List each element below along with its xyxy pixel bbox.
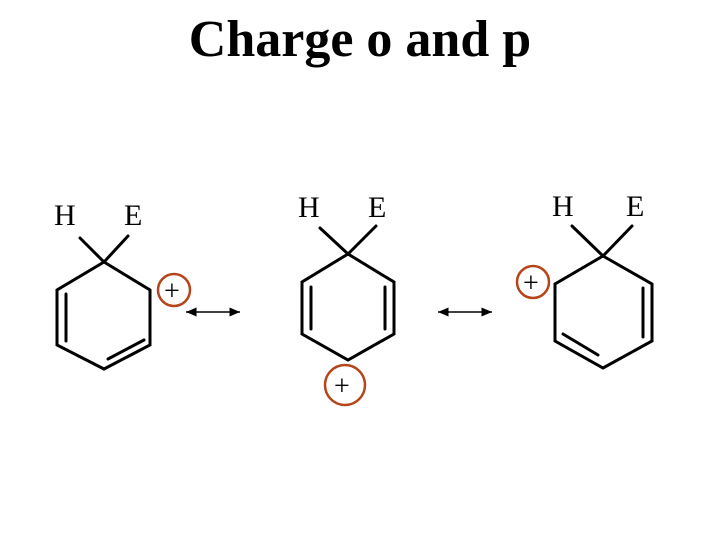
bond-c-h — [78, 236, 106, 264]
bond-c-e — [102, 234, 130, 264]
ring — [55, 260, 152, 371]
ring — [300, 252, 396, 362]
electrophile-label: E — [368, 191, 386, 224]
slide-title: Charge o and p — [188, 11, 532, 68]
hydrogen-label: H — [298, 191, 320, 224]
bond-c-e — [601, 224, 634, 258]
structure-ortho-right: H E + — [515, 190, 654, 370]
positive-charge: + — [523, 268, 539, 299]
double-bond-bottom — [106, 338, 146, 361]
electrophile-label: E — [626, 190, 644, 223]
bond-c-h — [318, 226, 350, 256]
bond-c-e — [346, 224, 378, 256]
hydrogen-label: H — [552, 190, 574, 223]
charge-circle — [323, 363, 367, 407]
structure-ortho-left: H E + — [54, 199, 192, 371]
positive-charge: + — [164, 276, 180, 307]
hydrogen-label: H — [54, 199, 76, 232]
electrophile-label: E — [124, 199, 142, 232]
ring — [553, 254, 654, 370]
positive-charge: + — [334, 371, 350, 402]
bond-c-h — [570, 224, 605, 258]
charge-circle — [515, 264, 551, 300]
structure-para-center: H E + — [298, 191, 396, 407]
charge-circle — [156, 272, 192, 308]
double-bond-bottom — [561, 332, 600, 357]
